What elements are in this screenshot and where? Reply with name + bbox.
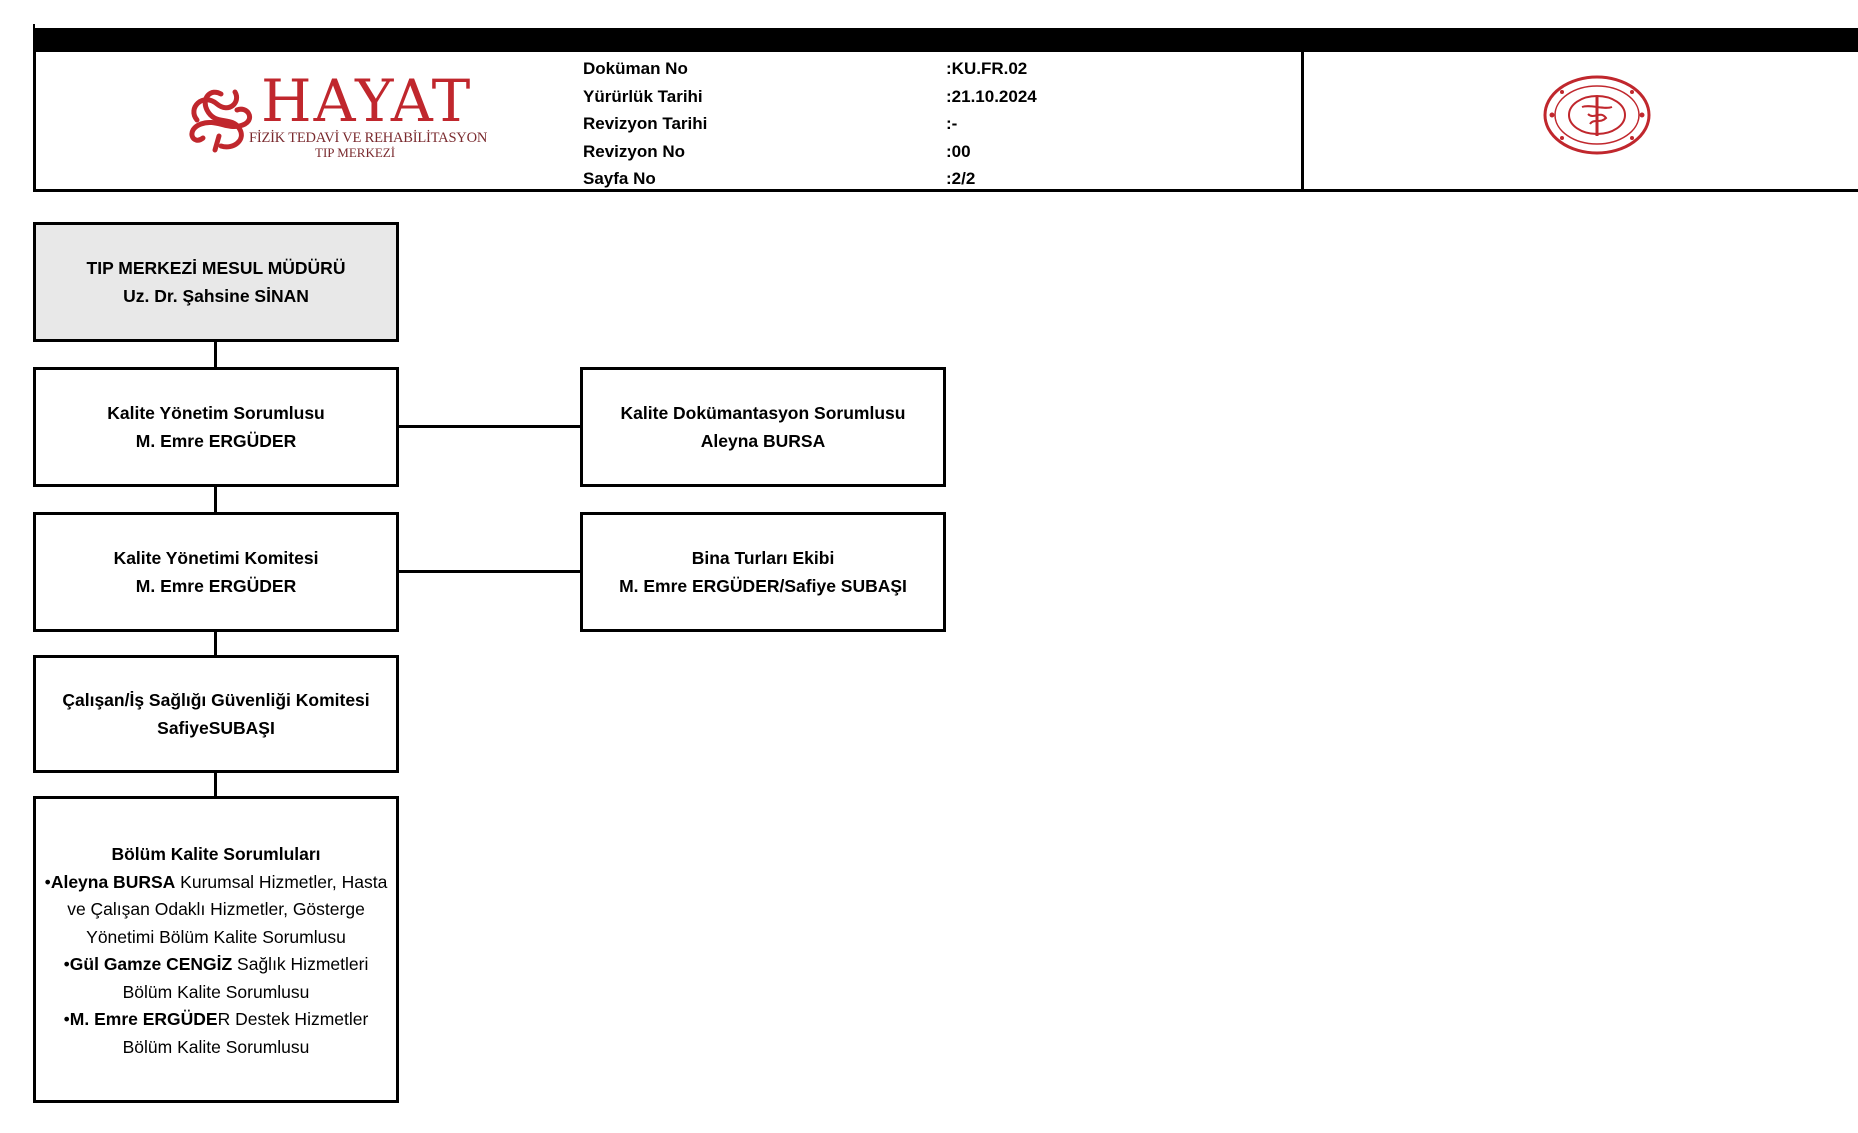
org-box-title: TIP MERKEZİ MESUL MÜDÜRÜ [86,258,346,278]
meta-label: Sayfa No [583,169,656,188]
meta-value: :00 [946,142,971,161]
connector-line [214,632,217,658]
list-item-name: Gül Gamze CENGİZ [69,954,233,974]
corner-tick [33,24,35,30]
bullet: • [44,871,51,892]
connector-line [399,425,580,428]
meta-value: :- [946,114,958,133]
org-box-title: Kalite Yönetim Sorumlusu [107,403,325,423]
meta-label: Revizyon Tarihi [583,114,708,133]
connector-line [214,773,217,798]
org-box-name: M. Emre ERGÜDER [135,576,297,596]
org-box-title: Kalite Yönetimi Komitesi [113,548,319,568]
meta-label: Doküman No [583,59,688,78]
list-item-desc: Sağlık Hizmetleri Bölüm Kalite Sorumlusu [122,954,369,1002]
org-box-quality-manager: Kalite Yönetim Sorumlusu M. Emre ERGÜDER [33,367,399,487]
meta-value: :KU.FR.02 [946,59,1028,78]
meta-value: :21.10.2024 [946,87,1037,106]
list-item: •M. Emre ERGÜDER Destek Hizmetler Bölüm … [36,1006,396,1061]
org-box-building-tours: Bina Turları Ekibi M. Emre ERGÜDER/Safiy… [580,512,946,632]
org-box-ohs: Çalışan/İş Sağlığı Güvenliği Komitesi Sa… [33,655,399,773]
connector-line [399,570,580,573]
list-item: •Gül Gamze CENGİZ Sağlık Hizmetleri Bölü… [36,951,396,1006]
org-box-title: Çalışan/İş Sağlığı Güvenliği Komitesi [62,690,370,710]
document-header [33,52,1858,192]
org-box-title: Bina Turları Ekibi [691,548,835,568]
connector-line [214,342,217,370]
list-item-name: M. Emre ERGÜDE [69,1009,218,1029]
logo-subtitle-2: TIP MERKEZİ [315,145,396,160]
bullet: • [63,1009,70,1029]
org-box-committee: Kalite Yönetimi Komitesi M. Emre ERGÜDER [33,512,399,632]
logo-brand-text: HAYAT [261,67,473,135]
org-box-title: Kalite Dokümantasyon Sorumlusu [620,403,906,423]
org-box-name: SafiyeSUBAŞI [157,718,275,738]
connector-line [214,487,217,515]
meta-label: Revizyon No [583,142,686,161]
logo-subtitle-1: FİZİK TEDAVİ VE REHABİLİTASYON [249,130,488,146]
bullet: • [63,954,70,974]
meta-value: :2/2 [946,169,976,188]
org-box-name: Aleyna BURSA [700,431,826,451]
ministry-health-seal-icon [1543,75,1651,155]
header-top-bar [33,28,1858,52]
knot-logo-icon [189,89,252,153]
header-divider [1301,52,1304,192]
org-box-title: Bölüm Kalite Sorumluları [111,844,321,864]
org-box-head: TIP MERKEZİ MESUL MÜDÜRÜ Uz. Dr. Şahsine… [33,222,399,342]
org-box-documentation: Kalite Dokümantasyon Sorumlusu Aleyna BU… [580,367,946,487]
org-box-name: Uz. Dr. Şahsine SİNAN [123,286,309,306]
meta-label: Yürürlük Tarihi [583,87,703,106]
hayat-logo: HAYAT FİZİK TEDAVİ VE REHABİLİTASYON TIP… [185,72,487,168]
org-box-name: M. Emre ERGÜDER [135,431,297,451]
list-item: •Aleyna BURSA Kurumsal Hizmetler, Hasta … [36,869,396,952]
list-item-name: Aleyna BURSA [50,871,176,892]
org-box-departments: Bölüm Kalite Sorumluları •Aleyna BURSA K… [33,796,399,1103]
org-box-name: M. Emre ERGÜDER/Safiye SUBAŞI [619,576,907,596]
list-item-desc: Kurumsal Hizmetler, Hasta ve Çalışan Oda… [67,871,388,947]
list-item-desc: R Destek Hizmetler Bölüm Kalite Sorumlus… [122,1009,369,1057]
